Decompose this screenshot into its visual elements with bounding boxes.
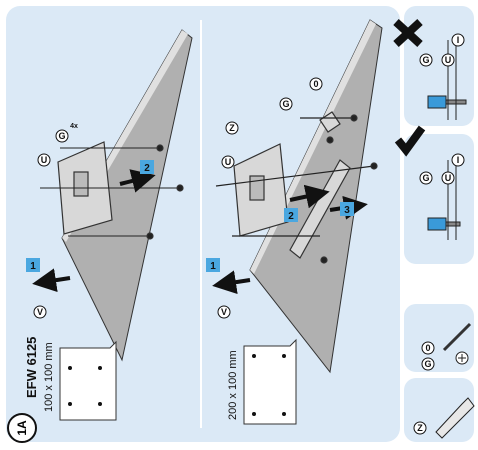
step-box-right-1: 1 [206,258,220,272]
svg-text:4x: 4x [70,123,78,130]
label-left-4x: 4x [70,123,78,130]
label-side-wrong-I: I [451,33,465,47]
arrow-left-step2 [119,169,156,193]
svg-text:U: U [445,173,452,183]
svg-text:G: G [424,359,431,369]
screwdriver-icon [442,322,472,365]
hole-pattern-right [243,338,297,425]
step-box-right-3: 3 [340,202,354,216]
step-box-right-2: 2 [284,208,298,222]
svg-text:U: U [225,157,232,167]
svg-text:1A: 1A [15,420,29,436]
svg-text:I: I [457,35,460,45]
label-side-right-G: G [419,171,433,185]
svg-text:2: 2 [288,211,294,222]
label-right-Z: Z [225,121,239,135]
wrench-icon [435,397,475,439]
svg-text:V: V [221,307,227,317]
svg-text:V: V [37,307,43,317]
label-left-V: V [33,305,47,319]
step-box-left-2: 2 [140,160,154,174]
left-spec-label: 100 x 100 mm [43,342,55,412]
label-side-right-U: U [441,171,455,185]
step-box-left-1: 1 [26,258,40,272]
arrow-right-step2 [289,184,330,209]
arrow-right-step1 [212,270,251,295]
svg-text:G: G [422,55,429,65]
svg-text:2: 2 [144,163,150,174]
svg-text:G: G [58,131,65,141]
hole-pattern-left [59,340,117,421]
svg-text:G: G [422,173,429,183]
svg-text:I: I [457,155,460,165]
label-right-U: U [221,155,235,169]
label-side-wrong-G: G [419,53,433,67]
bracket-left [40,141,184,240]
svg-text:G: G [282,99,289,109]
label-right-G: G [279,97,293,111]
svg-text:U: U [445,55,452,65]
svg-text:Z: Z [229,123,235,133]
label-tool-O: 0 [421,341,435,355]
label-right-V: V [217,305,231,319]
label-left-U: U [37,153,51,167]
label-side-wrong-U: U [441,53,455,67]
label-right-O: 0 [309,77,323,91]
label-tool-G: G [421,357,435,371]
label-tool-Z: Z [413,421,427,435]
svg-text:Z: Z [417,423,423,433]
right-spec-label: 200 x 100 mm [227,350,239,420]
check-icon [394,125,426,157]
screw-wrong-icon [427,40,467,120]
step-badge: 1A [7,413,37,443]
label-left-G: G [55,129,69,143]
wrong-x-icon [393,19,423,47]
svg-text:1: 1 [210,261,216,272]
bracket-right [215,111,378,264]
screw-right-icon [427,160,461,240]
svg-text:0: 0 [425,343,430,353]
label-side-right-I: I [451,153,465,167]
svg-text:0: 0 [313,79,318,89]
arrow-left-step1 [32,268,71,293]
model-label: EFW 6125 [24,337,39,398]
svg-text:U: U [41,155,48,165]
svg-text:3: 3 [344,205,350,216]
svg-text:1: 1 [30,261,36,272]
